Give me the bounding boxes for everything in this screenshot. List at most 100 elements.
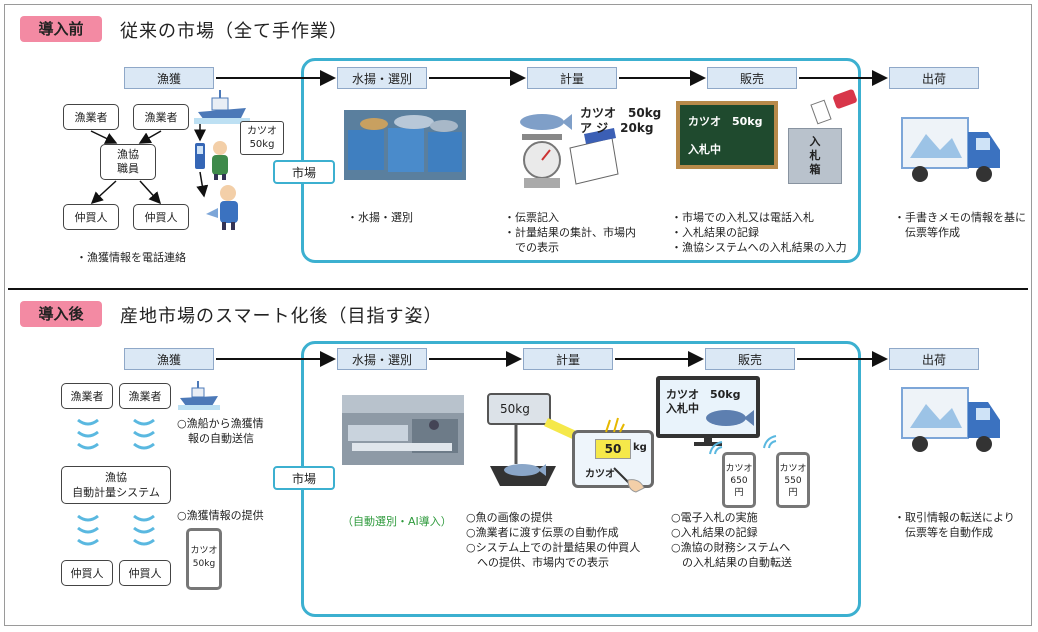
- before-fisher-box-1: 漁業者: [63, 104, 119, 130]
- before-note-sales-2: ・入札結果の記録: [671, 226, 759, 239]
- after-stage-catch: 漁獲: [124, 348, 214, 370]
- before-note-sales-1: ・市場での入札又は電話入札: [671, 211, 814, 224]
- after-stage-sales: 販売: [705, 348, 795, 370]
- after-signal-icon-2: [133, 418, 155, 450]
- after-scale-display: 50kg: [500, 402, 530, 416]
- before-bubble-line2: 50kg: [249, 139, 275, 150]
- after-tablet-unit: kg: [633, 442, 647, 453]
- after-note-catch-b: ○漁獲情報の提供: [177, 509, 264, 522]
- after-note-weigh-2: ○漁業者に渡す伝票の自動作成: [466, 526, 619, 539]
- after-coop-line1: 漁協: [105, 471, 127, 484]
- after-buyer-box-1: 仲買人: [61, 560, 113, 586]
- after-fisher-box-1: 漁業者: [61, 383, 113, 409]
- before-stage-sales: 販売: [707, 67, 797, 89]
- after-bid-phone-1-price: 650: [730, 476, 748, 486]
- after-tablet-value-box: 50: [595, 439, 631, 459]
- after-truck-illustration: [901, 387, 1000, 452]
- before-board-line1: カツオ 50kg: [688, 115, 763, 128]
- after-note-weigh-3: ○システム上での計量結果の仲買人: [466, 541, 641, 554]
- after-market-tag: 市場: [273, 466, 335, 490]
- before-scale-illustration: [520, 114, 619, 188]
- section-divider: [8, 288, 1028, 290]
- before-fisher-box-2: 漁業者: [133, 104, 189, 130]
- before-title: 従来の市場（全て手作業）: [120, 21, 348, 42]
- after-monitor-line1: カツオ 50kg: [666, 388, 741, 401]
- after-buyer-box-2: 仲買人: [119, 560, 171, 586]
- after-note-sales-2: ○入札結果の記録: [671, 526, 758, 539]
- before-phone-icon: [195, 143, 205, 169]
- after-title: 産地市場のスマート化後（目指す姿）: [120, 306, 443, 327]
- before-note-weigh: ・伝票記入 ・計量結果の集計、市場内 での表示: [504, 210, 636, 255]
- after-alert-icon: [605, 417, 625, 433]
- before-catch-bubble: カツオ 50kg: [240, 121, 284, 155]
- after-note-sales-3: ○漁協の財務システムへ: [671, 541, 791, 554]
- before-coop-line1: 漁協: [117, 148, 139, 161]
- before-stage-weigh: 計量: [527, 67, 617, 89]
- after-note-ship-2: 伝票等を自動作成: [894, 526, 993, 539]
- before-buyer-box-2: 仲買人: [133, 204, 189, 230]
- after-note-sales: ○電子入札の実施 ○入札結果の記録 ○漁協の財務システムへ の入札結果の自動転送: [671, 510, 792, 570]
- before-ballot-hand-icon: [810, 89, 857, 125]
- after-monitor-fish-icon: [706, 410, 754, 426]
- after-fisher-box-2: 漁業者: [119, 383, 171, 409]
- before-truck-illustration: [901, 117, 1000, 182]
- after-note-weigh: ○魚の画像の提供 ○漁業者に渡す伝票の自動作成 ○システム上での計量結果の仲買人…: [466, 510, 640, 570]
- after-bid-phone-1: カツオ 650 円: [722, 452, 756, 508]
- after-scale-illustration: [487, 393, 596, 486]
- after-monitor-stand: [694, 438, 722, 446]
- after-boat-icon: [178, 381, 220, 410]
- before-note-weigh-1: ・伝票記入: [504, 211, 559, 224]
- after-wave-icon-2: [763, 435, 777, 449]
- before-buyer-box-1: 仲買人: [63, 204, 119, 230]
- before-note-weigh-3: での表示: [504, 241, 559, 254]
- after-note-ship-1: ・取引情報の転送により: [894, 511, 1015, 524]
- after-signal-icon-1: [77, 418, 99, 450]
- after-stylus-hand-icon: [613, 467, 645, 493]
- before-landing-photo: [344, 110, 466, 180]
- after-monitor-line2: 入札中: [666, 402, 699, 415]
- after-bid-phone-2: カツオ 550 円: [776, 452, 810, 508]
- after-note-landing: （自動選別・AI導入）: [342, 515, 452, 528]
- after-badge: 導入後: [20, 301, 102, 327]
- before-scale-label-1: カツオ 50kg: [580, 106, 662, 120]
- after-tablet-value: 50: [604, 442, 622, 456]
- before-bid-char-1: 入: [809, 135, 821, 148]
- before-note-sales: ・市場での入札又は電話入札 ・入札結果の記録 ・漁協システムへの入札結果の入力: [671, 210, 847, 255]
- after-note-catch-a-2: 報の自動送信: [177, 432, 254, 445]
- before-coop-box: 漁協 職員: [100, 144, 156, 180]
- before-note-landing: ・水揚・選別: [347, 211, 413, 224]
- after-phone-device: カツオ 50kg: [186, 528, 222, 590]
- after-bid-phone-2-name: カツオ: [779, 464, 807, 474]
- after-signal-icon-3: [77, 514, 99, 546]
- after-coop-line2: 自動計量システム: [72, 486, 160, 499]
- before-badge: 導入前: [20, 16, 102, 42]
- after-note-sales-4: の入札結果の自動転送: [671, 556, 792, 569]
- before-note-weigh-2: ・計量結果の集計、市場内: [504, 226, 636, 239]
- before-note-ship-2: 伝票等作成: [894, 226, 960, 239]
- before-note-catch: ・漁獲情報を電話連絡: [76, 251, 186, 264]
- after-note-catch-a: ○漁船から漁獲情 報の自動送信: [177, 416, 264, 446]
- after-signal-icon-4: [133, 514, 155, 546]
- after-wave-icon-1: [709, 441, 723, 455]
- after-tablet-name: カツオ: [585, 469, 615, 480]
- diagram-frame: [4, 4, 1032, 626]
- before-board-line2: 入札中: [688, 143, 721, 156]
- after-note-weigh-4: への提供、市場内での表示: [466, 556, 609, 569]
- before-fisherman-icon-2: [206, 185, 238, 230]
- after-tablet: 50 kg カツオ: [572, 430, 654, 488]
- after-phone-line2: 50kg: [192, 559, 216, 569]
- after-note-ship: ・取引情報の転送により 伝票等を自動作成: [894, 510, 1015, 540]
- after-phone-line1: カツオ: [190, 546, 218, 556]
- after-bid-phone-2-price: 550: [784, 476, 802, 486]
- before-bid-char-2: 札: [809, 149, 821, 162]
- before-stage-landing: 水揚・選別: [337, 67, 427, 89]
- after-monitor: カツオ 50kg 入札中: [656, 376, 760, 438]
- after-coop-box: 漁協 自動計量システム: [61, 466, 171, 504]
- after-stage-weigh: 計量: [523, 348, 613, 370]
- before-bid-box: 入 札 箱: [788, 128, 842, 184]
- after-bid-phone-2-unit: 円: [788, 488, 798, 498]
- before-note-ship: ・手書きメモの情報を基に 伝票等作成: [894, 210, 1026, 240]
- before-auction-board: カツオ 50kg 入札中: [676, 101, 778, 169]
- before-market-tag: 市場: [273, 160, 335, 184]
- after-landing-photo: [342, 395, 464, 465]
